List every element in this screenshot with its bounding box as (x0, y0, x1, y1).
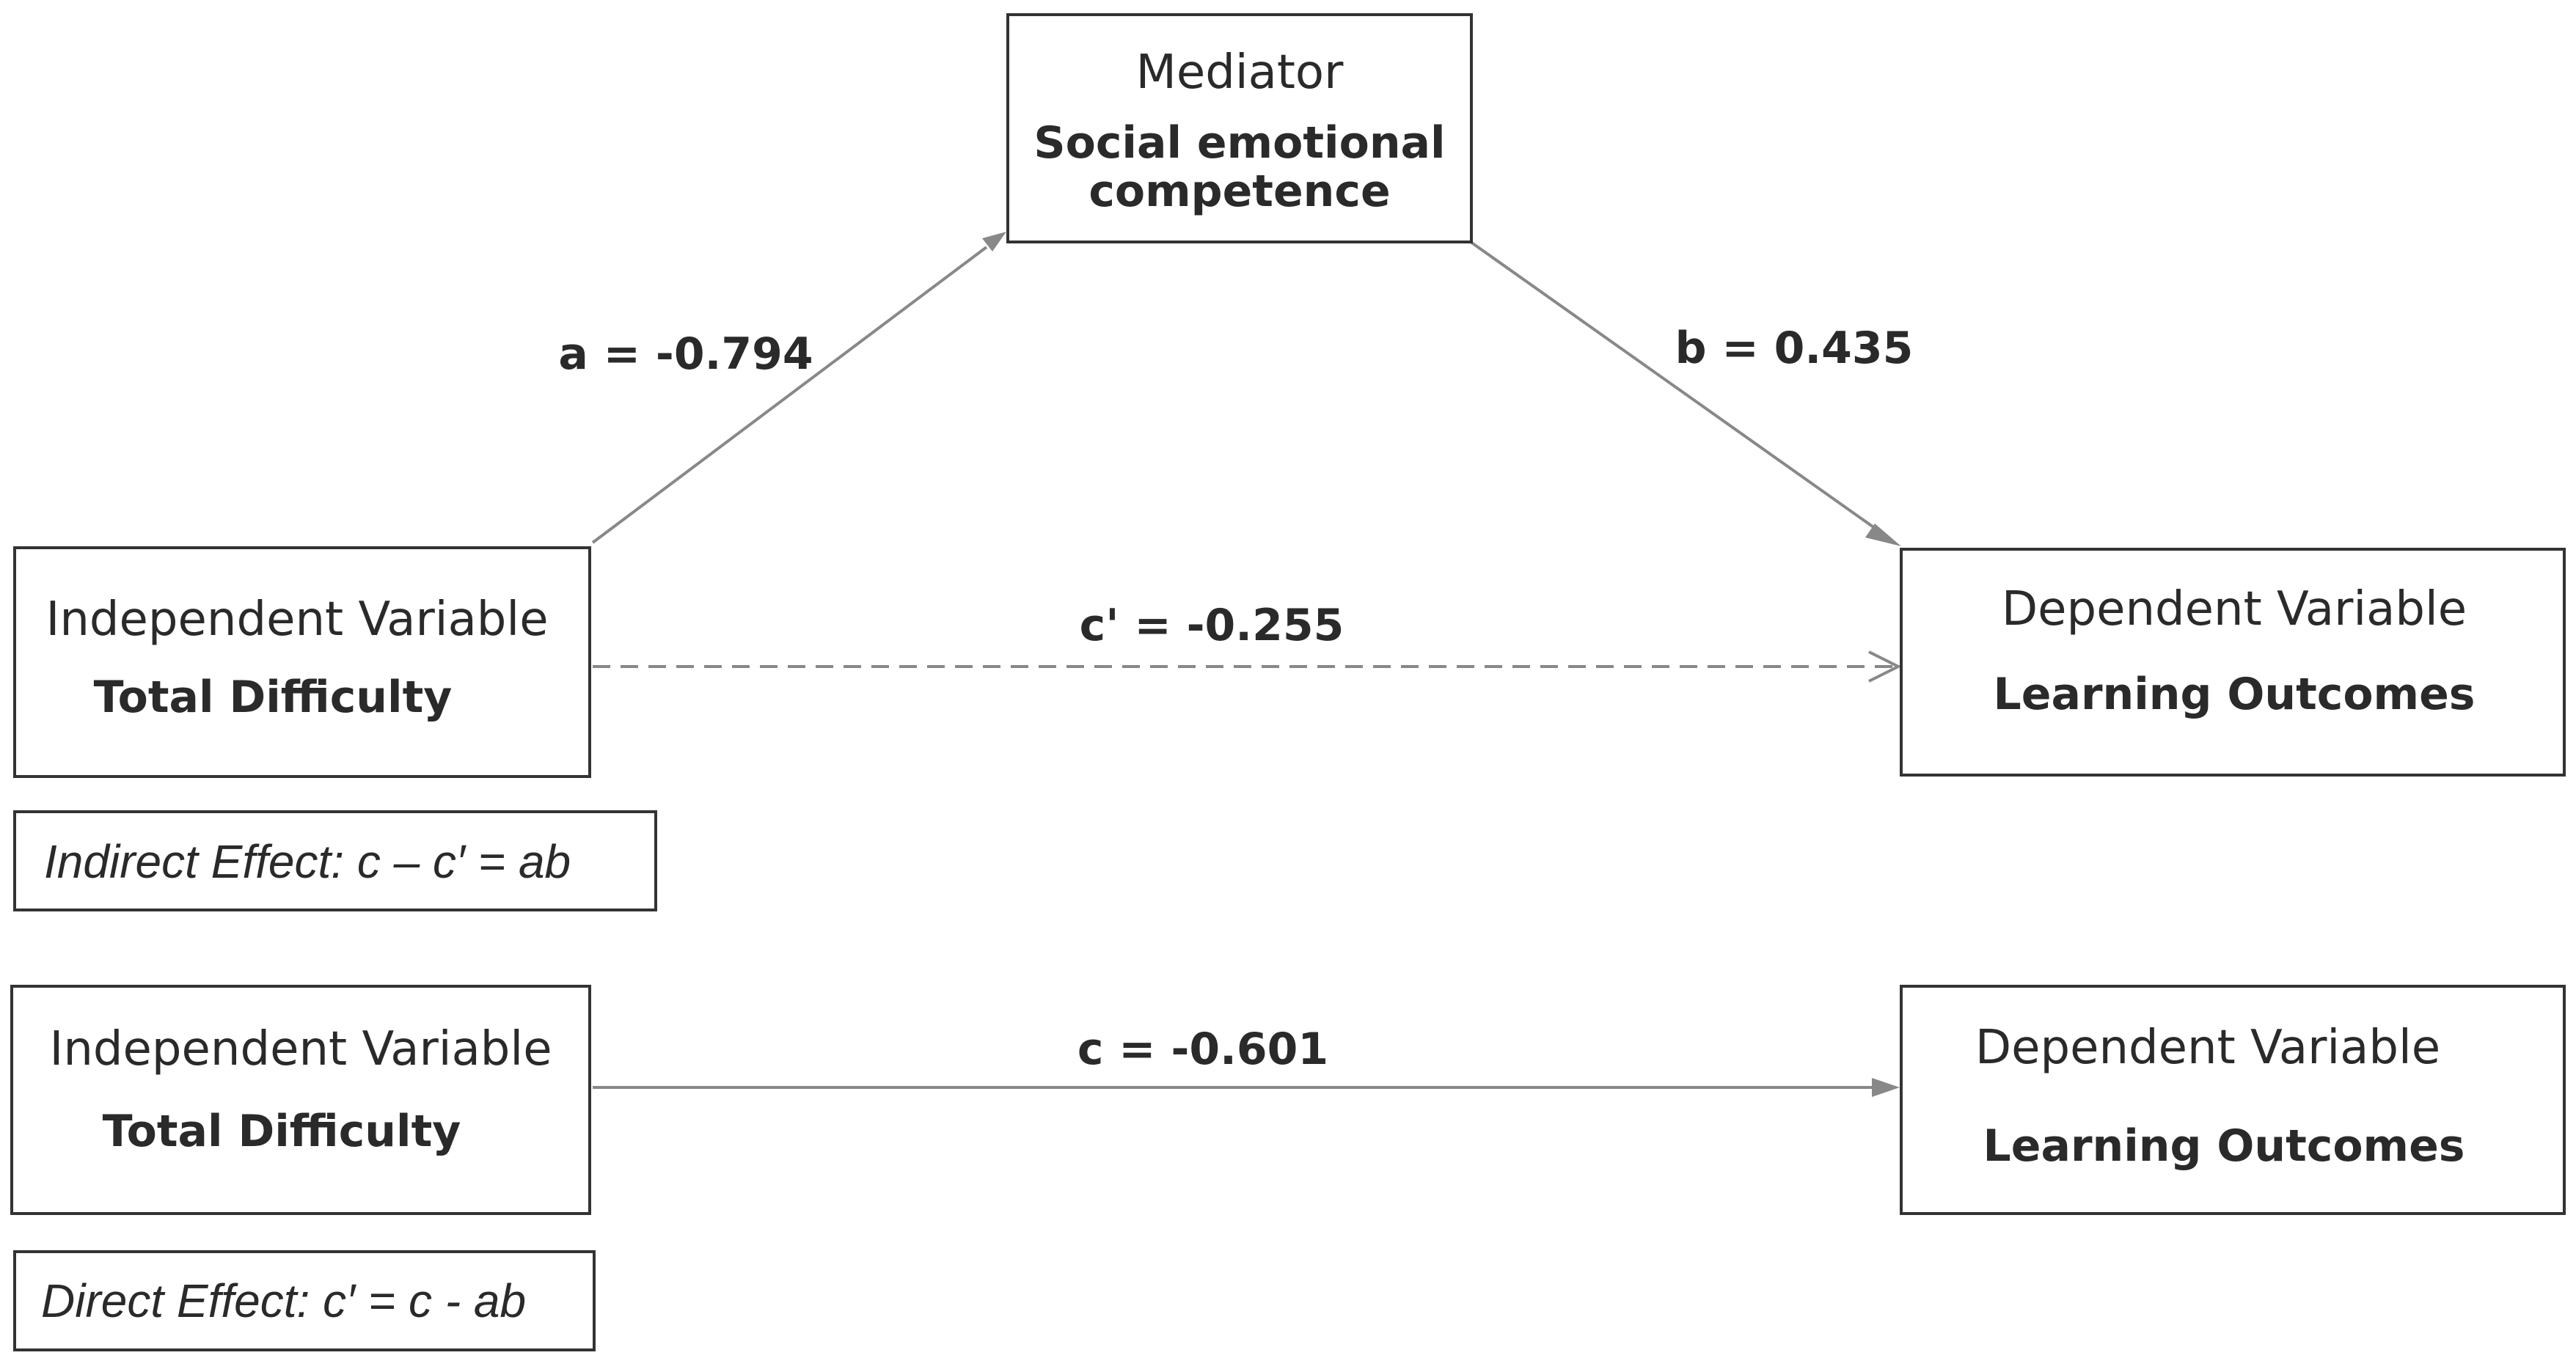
mediator-title: Mediator (1135, 45, 1344, 100)
mediator-box (1006, 13, 1473, 243)
bottom-independent-variable-subtitle: Total Difficulty (102, 1106, 461, 1157)
top-dependent-variable-title: Dependent Variable (2001, 582, 2467, 636)
bottom-independent-variable-box (10, 985, 591, 1215)
top-independent-variable-title: Independent Variable (45, 592, 549, 647)
path-c-arrowhead (1872, 1078, 1900, 1097)
path-c-prime-label: c' = -0.255 (1079, 600, 1344, 651)
mediator-label-line1: Social emotional (1033, 117, 1446, 169)
path-c-prime-arrowhead (1868, 650, 1902, 683)
path-a-label: a = -0.794 (558, 329, 813, 380)
path-b-arrow (1469, 241, 1879, 532)
path-a-arrow (591, 246, 988, 544)
top-independent-variable-box (13, 546, 591, 778)
path-b-arrowhead (1865, 524, 1901, 546)
indirect-effect-note: Indirect Effect: c – c′ = ab (44, 835, 571, 888)
top-dependent-variable-box (1900, 548, 2566, 777)
direct-effect-box (13, 1250, 596, 1351)
bottom-independent-variable-title: Independent Variable (49, 1022, 552, 1076)
bottom-dependent-variable-subtitle: Learning Outcomes (1983, 1120, 2465, 1172)
indirect-effect-box (13, 810, 657, 911)
bottom-dependent-variable-title: Dependent Variable (1975, 1021, 2441, 1075)
mediator-label-line2: competence (1088, 166, 1391, 217)
path-a-arrowhead (982, 232, 1006, 252)
path-b-label: b = 0.435 (1675, 323, 1914, 374)
top-independent-variable-subtitle: Total Difficulty (93, 672, 453, 723)
top-dependent-variable-subtitle: Learning Outcomes (1993, 669, 2476, 720)
bottom-dependent-variable-box (1900, 985, 2566, 1215)
path-c-label: c = -0.601 (1077, 1024, 1329, 1075)
direct-effect-note: Direct Effect: c′ = c - ab (41, 1274, 527, 1327)
